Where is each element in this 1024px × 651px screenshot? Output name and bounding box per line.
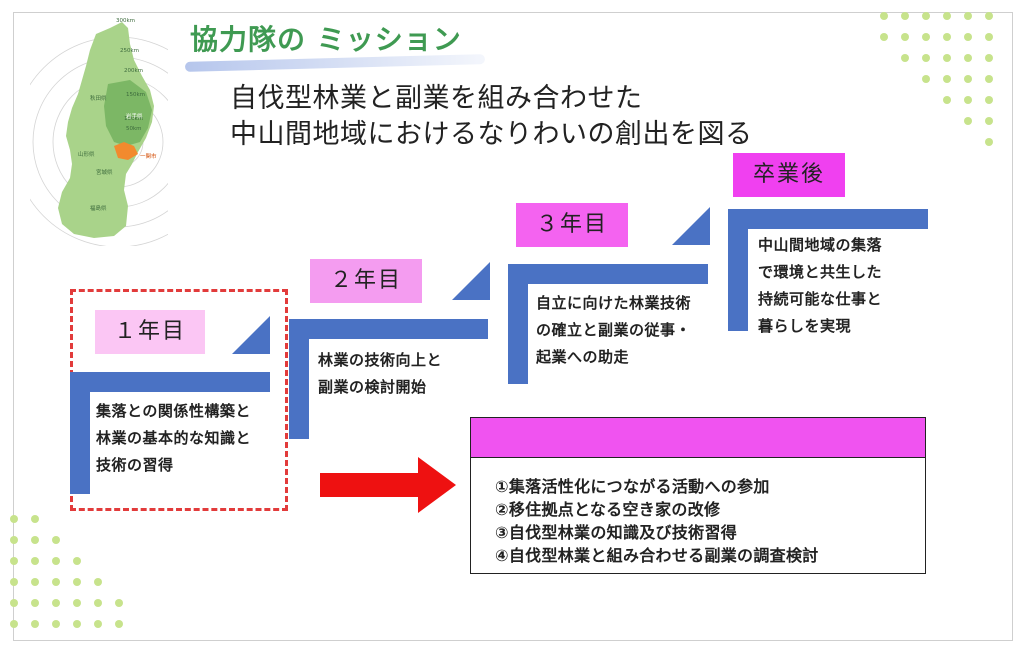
map-distance-label: 100km — [124, 116, 143, 122]
tohoku-map: 300km 250km 200km 150km 100km 50km 秋田県山形県宮城県福島… — [30, 18, 168, 246]
ichinoseki-city — [114, 142, 138, 160]
decor-dot — [964, 117, 972, 125]
map-prefecture-label: 岩手県 — [126, 112, 143, 120]
step2-corner — [452, 262, 490, 300]
decor-dot — [94, 599, 102, 607]
decor-dot — [94, 578, 102, 586]
right-arrow-icon — [320, 457, 456, 513]
decor-dot — [964, 75, 972, 83]
step1-description: 集落との関係性構築と 林業の基本的な知識と 技術の習得 — [96, 402, 252, 474]
decor-dot — [52, 578, 60, 586]
map-region-label: 山形県 — [78, 150, 95, 158]
decor-dot — [73, 599, 81, 607]
decor-dot — [922, 12, 930, 20]
decor-dot — [31, 557, 39, 565]
step1-riser — [70, 372, 90, 494]
decor-dot — [985, 96, 993, 104]
decor-dot — [985, 117, 993, 125]
step3-description: 自立に向けた林業技術 の確立と副業の従事・ 起業への助走 — [536, 294, 692, 366]
iwate-region — [104, 80, 152, 146]
decor-dot — [52, 557, 60, 565]
year1-detail-item: ②移住拠点となる空き家の改修 — [495, 500, 721, 519]
decor-dot — [73, 557, 81, 565]
decor-dot — [985, 54, 993, 62]
decor-dot — [922, 75, 930, 83]
map-distance-label: 50km — [126, 126, 142, 132]
map-region-label: 秋田県 — [90, 94, 107, 102]
decor-dot — [10, 515, 18, 523]
decor-dot — [10, 578, 18, 586]
decor-dot — [115, 620, 123, 628]
decor-dot — [922, 54, 930, 62]
decor-dot — [115, 599, 123, 607]
decor-dot — [985, 33, 993, 41]
step2-tread — [289, 319, 488, 339]
step3-corner — [672, 207, 710, 245]
decor-dot — [964, 54, 972, 62]
decor-dot — [52, 599, 60, 607]
map-distance-label: 300km — [116, 18, 135, 24]
decor-dot — [10, 620, 18, 628]
step3-tread — [508, 264, 708, 284]
year1-detail-item: ①集落活性化につながる活動への参加 — [495, 477, 770, 496]
decor-dot — [10, 536, 18, 544]
decor-dot — [10, 599, 18, 607]
year1-detail-item: ③自伐型林業の知識及び技術習得 — [495, 523, 738, 542]
decor-dot — [94, 620, 102, 628]
step3-label: ３年目 — [516, 203, 628, 247]
step4-tread — [728, 209, 928, 229]
step2-riser — [289, 319, 309, 439]
decor-dot — [52, 620, 60, 628]
decor-dot — [880, 33, 888, 41]
map-distance-label: 150km — [126, 92, 145, 98]
decor-dot — [943, 12, 951, 20]
step1-tread — [70, 372, 270, 392]
decor-dot — [922, 33, 930, 41]
page-title: 協力隊の ミッション — [190, 23, 462, 56]
decor-dot — [31, 620, 39, 628]
year1-details-box: ①集落活性化につながる活動への参加 ②移住拠点となる空き家の改修 ③自伐型林業の… — [470, 417, 926, 574]
decor-dot — [73, 578, 81, 586]
step2-description: 林業の技術向上と 副業の検討開始 — [318, 351, 443, 396]
decor-dot — [943, 75, 951, 83]
step4-description: 中山間地域の集落 で環境と共生した 持続可能な仕事と 暮らしを実現 — [758, 236, 883, 335]
decor-dot — [964, 12, 972, 20]
tohoku-landmass — [58, 22, 154, 238]
map-city-label: 一関市 — [140, 152, 157, 160]
map-region-label: 福島県 — [90, 204, 107, 212]
decor-dot — [31, 536, 39, 544]
decor-dot — [985, 12, 993, 20]
decor-dot — [880, 12, 888, 20]
decor-dot — [985, 138, 993, 146]
decor-dot — [964, 33, 972, 41]
map-region-label: 宮城県 — [96, 168, 113, 176]
decor-dot — [73, 620, 81, 628]
decor-dot — [10, 557, 18, 565]
decor-dot — [31, 578, 39, 586]
map-distance-label: 200km — [124, 68, 143, 74]
mission-line-2: 中山間地域におけるなりわいの創出を図る — [230, 119, 753, 150]
decor-dot — [31, 515, 39, 523]
year1-detail-item: ④自伐型林業と組み合わせる副業の調査検討 — [495, 546, 819, 565]
step3-riser — [508, 264, 528, 384]
decor-dot — [943, 96, 951, 104]
step2-label: ２年目 — [310, 259, 422, 303]
step1-label: １年目 — [95, 310, 205, 354]
step1-corner — [232, 316, 270, 354]
decor-dot — [943, 33, 951, 41]
decor-dot — [52, 536, 60, 544]
year1-details-header — [471, 418, 925, 458]
step4-riser — [728, 209, 748, 331]
step4-label: 卒業後 — [733, 153, 845, 197]
decor-dot — [943, 54, 951, 62]
mission-line-1: 自伐型林業と副業を組み合わせた — [230, 83, 643, 114]
decor-dot — [901, 12, 909, 20]
decor-dot — [901, 54, 909, 62]
decor-dot — [901, 33, 909, 41]
decor-dot — [31, 599, 39, 607]
decor-dot — [985, 75, 993, 83]
decor-dot — [964, 96, 972, 104]
map-distance-label: 250km — [120, 48, 139, 54]
